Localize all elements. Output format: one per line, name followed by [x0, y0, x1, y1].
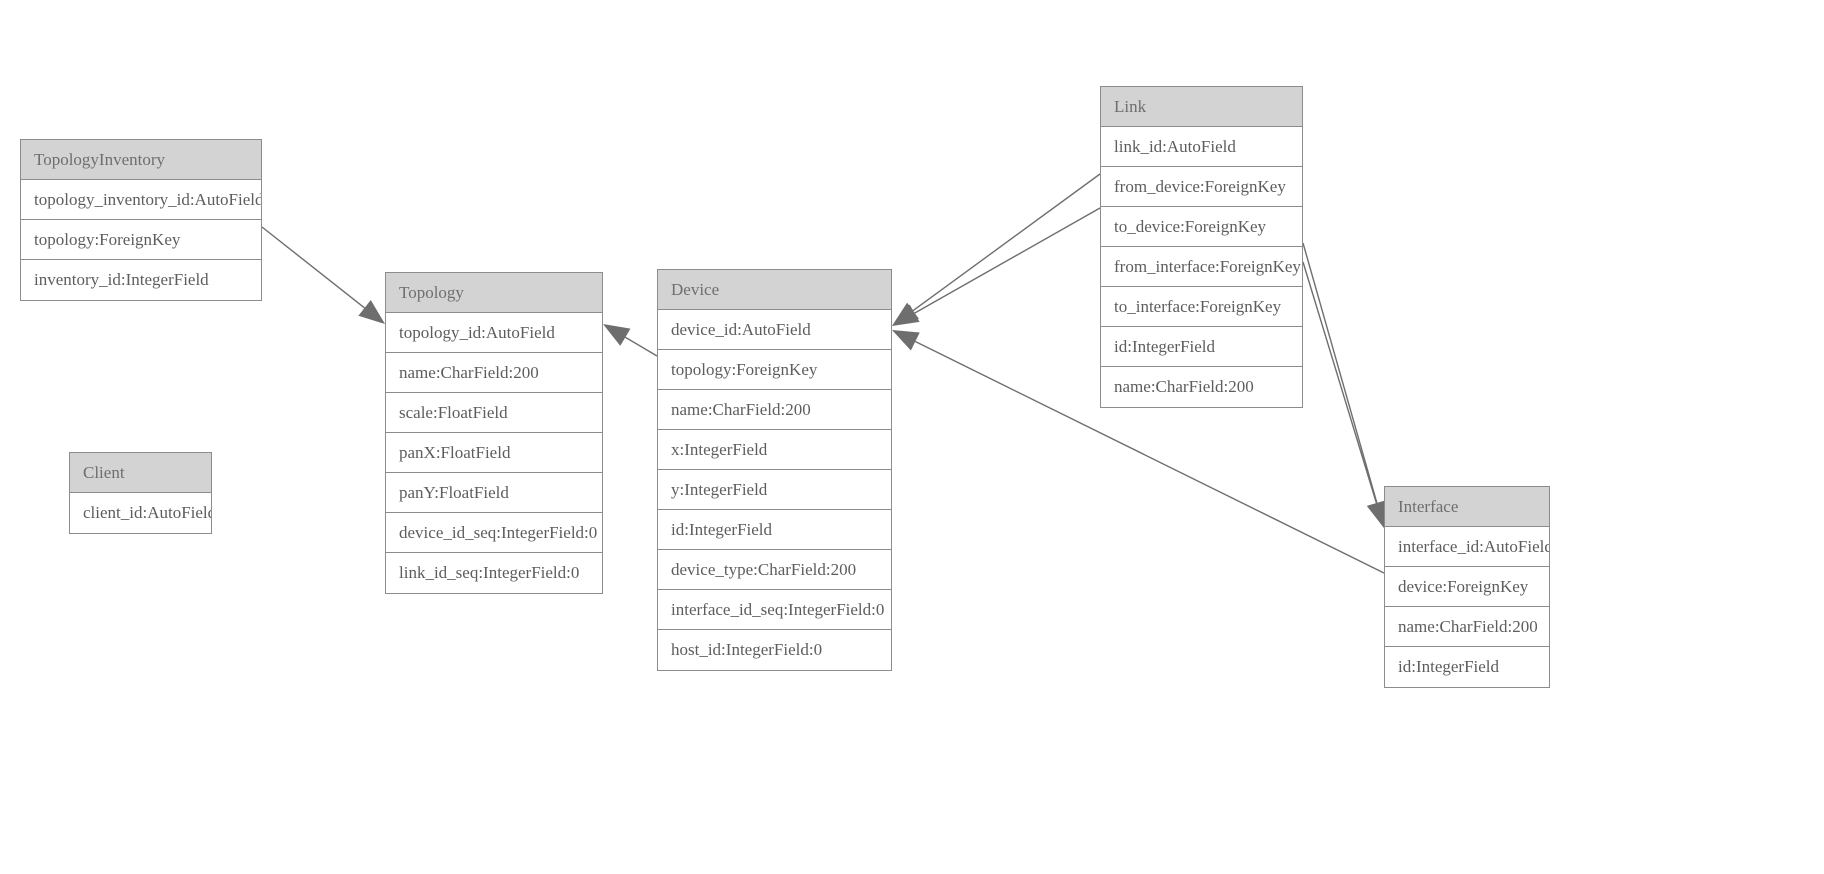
entity-field-row: name:CharField:200: [658, 390, 891, 430]
relationship-device-topology: [603, 324, 658, 357]
entity-field-row: inventory_id:IntegerField: [21, 260, 261, 300]
relationship-line: [1302, 242, 1378, 504]
relationship-link-to-interface: [1302, 261, 1386, 528]
entity-field-row: panY:FloatField: [386, 473, 602, 513]
entity-field-row: x:IntegerField: [658, 430, 891, 470]
entity-title-device: Device: [658, 270, 891, 310]
entity-title-topology_inventory: TopologyInventory: [21, 140, 261, 180]
entity-field-row: name:CharField:200: [1101, 367, 1302, 407]
entity-field-row: name:CharField:200: [1385, 607, 1549, 647]
relationship-line: [1302, 261, 1378, 504]
entity-field-row: device_id:AutoField: [658, 310, 891, 350]
entity-field-row: id:IntegerField: [1101, 327, 1302, 367]
entity-field-row: device_type:CharField:200: [658, 550, 891, 590]
entity-field-row: from_device:ForeignKey: [1101, 167, 1302, 207]
relationship-line: [625, 336, 658, 357]
relationship-line: [914, 207, 1101, 314]
relationship-arrowhead: [892, 302, 919, 326]
relationship-arrowhead: [892, 330, 920, 351]
entity-title-interface: Interface: [1385, 487, 1549, 527]
relationship-arrowhead: [603, 324, 631, 346]
entity-field-row: topology_id:AutoField: [386, 313, 602, 353]
entity-field-row: device:ForeignKey: [1385, 567, 1549, 607]
entity-field-row: topology:ForeignKey: [658, 350, 891, 390]
relationship-link-to-device: [892, 207, 1101, 326]
relationship-arrowhead: [892, 304, 920, 326]
entity-field-row: host_id:IntegerField:0: [658, 630, 891, 670]
entity-title-topology: Topology: [386, 273, 602, 313]
relationship-link-from-device: [892, 173, 1101, 326]
entity-field-row: from_interface:ForeignKey: [1101, 247, 1302, 287]
relationship-line: [261, 226, 366, 309]
entity-field-row: name:CharField:200: [386, 353, 602, 393]
entity-field-row: id:IntegerField: [658, 510, 891, 550]
entity-field-row: interface_id_seq:IntegerField:0: [658, 590, 891, 630]
entity-field-row: id:IntegerField: [1385, 647, 1549, 687]
entity-field-row: topology:ForeignKey: [21, 220, 261, 260]
entity-field-row: topology_inventory_id:AutoField: [21, 180, 261, 220]
entity-field-row: link_id:AutoField: [1101, 127, 1302, 167]
entity-field-row: interface_id:AutoField: [1385, 527, 1549, 567]
entity-field-row: panX:FloatField: [386, 433, 602, 473]
relationship-arrowhead: [358, 300, 385, 324]
entity-field-row: client_id:AutoField: [70, 493, 211, 533]
entity-title-link: Link: [1101, 87, 1302, 127]
entity-field-row: link_id_seq:IntegerField:0: [386, 553, 602, 593]
entity-field-row: y:IntegerField: [658, 470, 891, 510]
entity-title-client: Client: [70, 453, 211, 493]
entity-field-row: to_device:ForeignKey: [1101, 207, 1302, 247]
relationship-topologyinventory-topology: [261, 226, 385, 324]
entity-field-row: scale:FloatField: [386, 393, 602, 433]
relationship-line: [912, 173, 1101, 312]
entity-field-row: device_id_seq:IntegerField:0: [386, 513, 602, 553]
entity-field-row: to_interface:ForeignKey: [1101, 287, 1302, 327]
relationship-link-from-interface: [1302, 242, 1387, 528]
